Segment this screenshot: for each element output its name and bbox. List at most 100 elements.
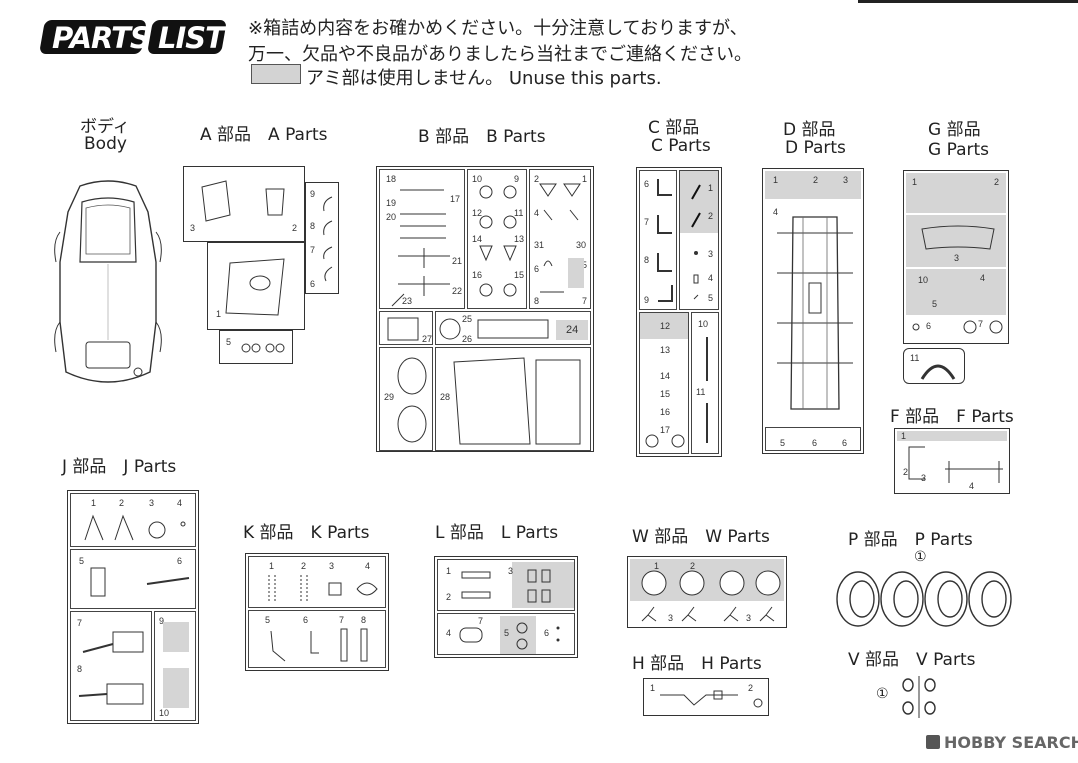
d-cell-5-6: 5 6 6 xyxy=(765,427,861,451)
j-parts-label: J 部品 J Parts xyxy=(62,457,177,477)
b-num-16: 16 xyxy=(472,270,483,280)
a-part-5 xyxy=(241,343,285,353)
b-num-5: 5 xyxy=(582,260,588,270)
b-num-25: 25 xyxy=(462,314,473,324)
g-runner: 1 2 3 10 4 5 6 7 xyxy=(903,170,1009,344)
w-spinners xyxy=(641,606,775,622)
b-num-26: 26 xyxy=(462,334,473,344)
b-num-24: 24 xyxy=(566,324,579,336)
b-num-2: 2 xyxy=(534,174,540,184)
notice-line-2: 万一、欠品や不良品がありましたら当社までご連絡ください。 xyxy=(248,44,752,65)
w-wheels xyxy=(641,570,781,596)
c-part-17 xyxy=(645,434,685,448)
b-num-19: 19 xyxy=(386,198,397,208)
g-windshield xyxy=(921,225,995,250)
d-num-6b: 6 xyxy=(842,438,848,448)
c-cell-10-11: 10 11 xyxy=(691,312,719,454)
k-num-2: 2 xyxy=(301,561,307,571)
g-num-11: 11 xyxy=(910,353,920,363)
c-num-11: 11 xyxy=(696,387,706,397)
c-num-12: 12 xyxy=(660,321,671,331)
g-num-2: 2 xyxy=(994,177,1000,187)
d-num-1: 1 xyxy=(773,175,779,185)
j-num-8: 8 xyxy=(77,664,83,674)
j-num-4: 4 xyxy=(177,498,183,508)
b-num-22: 22 xyxy=(452,286,463,296)
k-num-1: 1 xyxy=(269,561,275,571)
g-parts-label-jp: G 部品 xyxy=(928,120,981,140)
a-part-1 xyxy=(225,258,285,316)
b-num-30: 30 xyxy=(576,240,587,250)
g-num-7: 7 xyxy=(978,319,984,329)
l-parts-label: L 部品 L Parts xyxy=(435,523,559,543)
b-parts-label: B 部品 B Parts xyxy=(418,127,546,147)
a-num-3: 3 xyxy=(190,223,196,233)
f-num-2: 2 xyxy=(903,467,909,477)
j-num-3: 3 xyxy=(149,498,155,508)
l-part-1-3 xyxy=(461,569,551,603)
c-num-9: 9 xyxy=(644,295,650,305)
b-num-13: 13 xyxy=(514,234,525,244)
c-runner: 6 7 8 9 1 2 3 4 5 12 13 14 15 16 17 10 1… xyxy=(636,167,722,457)
b-num-29: 29 xyxy=(384,392,395,402)
b-cell-1: 18 19 20 17 21 22 23 xyxy=(379,169,465,309)
b-num-27: 27 xyxy=(422,334,433,344)
j-runner: 1 2 3 4 5 6 7 8 9 10 xyxy=(67,490,199,724)
b-cell-29: 29 xyxy=(379,347,433,451)
b-seats xyxy=(397,357,427,443)
w-num-1: 1 xyxy=(654,561,660,571)
c-levers xyxy=(691,184,701,300)
h-parts-label: H 部品 H Parts xyxy=(632,654,762,674)
b-cell-25-26: 25 26 24 xyxy=(435,311,591,345)
c-num-14: 14 xyxy=(660,371,671,381)
a-runner-top: 3 2 xyxy=(183,166,305,242)
j-cell-5-6: 5 6 xyxy=(70,549,196,609)
a-num-8: 8 xyxy=(310,221,316,231)
notice-line-1: ※箱詰め内容をお確かめください。十分注意しておりますが、 xyxy=(248,18,748,39)
w-num-2: 2 xyxy=(690,561,696,571)
k-springs xyxy=(268,575,378,601)
b-suspension-parts xyxy=(391,189,450,307)
d-num-3: 3 xyxy=(843,175,849,185)
b-num-23: 23 xyxy=(402,296,413,306)
a-runner-middle: 1 xyxy=(207,242,305,330)
d-num-6a: 6 xyxy=(812,438,818,448)
g-num-6: 6 xyxy=(926,321,932,331)
b-num-4: 4 xyxy=(534,208,540,218)
j-shade-9 xyxy=(163,622,189,652)
c-num-4: 4 xyxy=(708,273,714,283)
c-unused-shade-12 xyxy=(640,313,688,339)
j-shade-10 xyxy=(163,668,189,708)
top-rule xyxy=(858,0,1078,3)
a-num-5: 5 xyxy=(226,337,232,347)
f-num-4: 4 xyxy=(969,481,975,491)
c-num-5: 5 xyxy=(708,293,714,303)
b-runner: 18 19 20 17 21 22 23 10 9 12 11 14 13 16… xyxy=(376,166,594,452)
j-cell-9-10: 9 10 xyxy=(154,611,196,721)
title-word-list: LIST xyxy=(158,21,225,55)
j-exhaust-parts xyxy=(84,514,186,541)
w-parts-label: W 部品 W Parts xyxy=(632,527,770,547)
b-num-9: 9 xyxy=(514,174,520,184)
b-cell-2: 10 9 12 11 14 13 16 15 xyxy=(467,169,527,309)
c-num-16: 16 xyxy=(660,407,671,417)
body-label-en: Body xyxy=(84,134,127,154)
b-part-27 xyxy=(387,317,419,341)
d-num-4: 4 xyxy=(773,207,779,217)
a-num-6: 6 xyxy=(310,279,316,289)
c-cell-12-17: 12 13 14 15 16 17 xyxy=(639,312,689,454)
c-num-1: 1 xyxy=(708,183,714,193)
p-tires xyxy=(836,571,1012,627)
j-engine-parts xyxy=(78,631,144,705)
g-num-10: 10 xyxy=(918,275,929,285)
p-part-number: ① xyxy=(914,549,927,565)
b-arm-parts xyxy=(539,183,581,293)
h-num-1: 1 xyxy=(650,683,656,693)
b-num-17: 17 xyxy=(450,194,461,204)
b-steering-dash xyxy=(439,318,549,340)
b-part-28 xyxy=(453,357,581,445)
l-num-2: 2 xyxy=(446,592,452,602)
logo-text: HOBBY SEARCH xyxy=(944,733,1078,752)
p-parts-label: P 部品 P Parts xyxy=(848,530,973,550)
c-num-2: 2 xyxy=(708,211,714,221)
